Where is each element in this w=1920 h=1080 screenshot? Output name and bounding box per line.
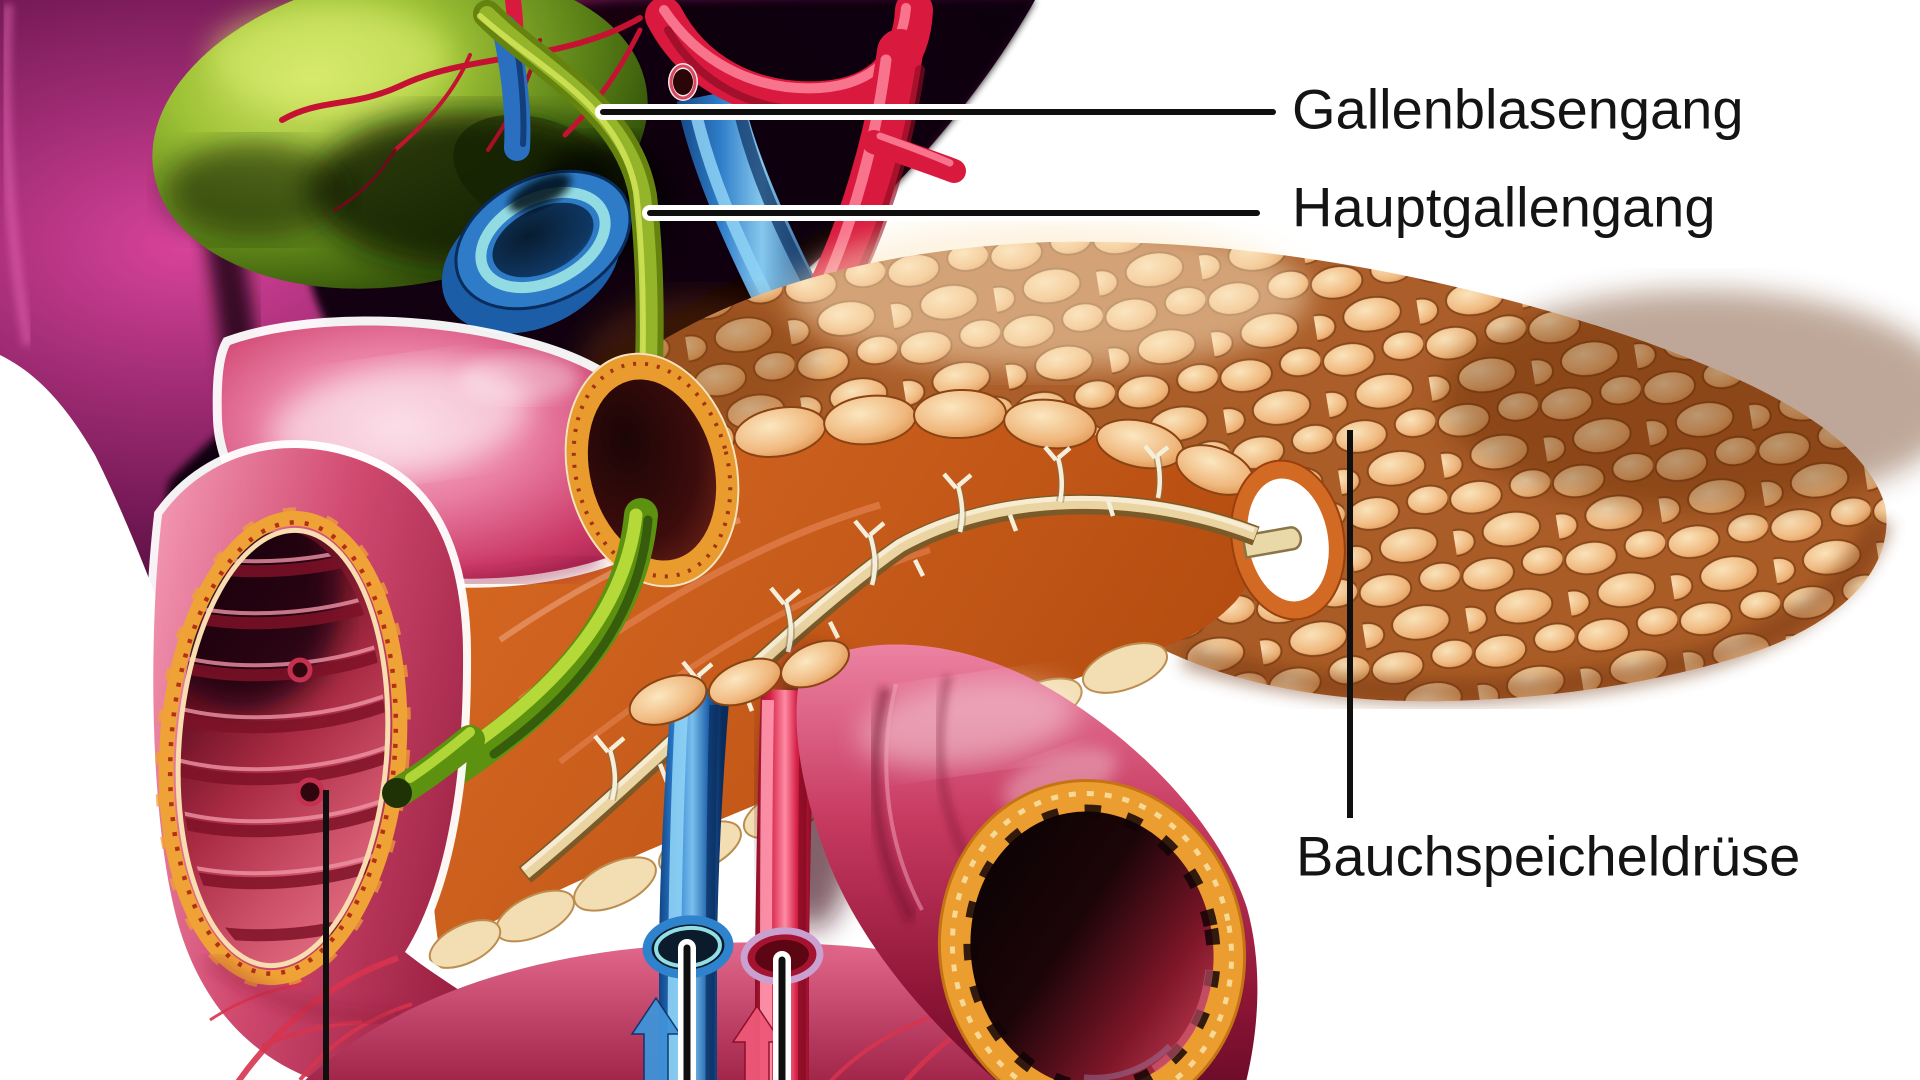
mesenteric-vein bbox=[630, 685, 734, 1080]
cut-artery-ring bbox=[668, 63, 698, 101]
duodenum-loop bbox=[796, 644, 1258, 1080]
minor-papilla bbox=[287, 657, 313, 683]
label-bauchspeicheldruese: Bauchspeicheldrüse bbox=[1296, 824, 1801, 888]
leader-lines bbox=[323, 104, 1353, 1080]
window-rim bbox=[155, 507, 411, 989]
label-gallenblasengang: Gallenblasengang bbox=[1292, 77, 1744, 141]
major-papilla bbox=[295, 777, 325, 807]
mesenteric-artery bbox=[731, 689, 824, 1080]
cut-vein-ring bbox=[441, 169, 632, 334]
label-hauptgallengang: Hauptgallengang bbox=[1292, 175, 1716, 239]
pancreas-head-lobules bbox=[628, 639, 850, 726]
pancreas-tail-cut bbox=[1230, 459, 1346, 621]
duodenum-cut-ring bbox=[564, 352, 740, 588]
duodenum-window bbox=[155, 507, 411, 989]
duodenum-descending bbox=[145, 440, 572, 1080]
duodenum-loop-cut-ring bbox=[937, 779, 1247, 1080]
